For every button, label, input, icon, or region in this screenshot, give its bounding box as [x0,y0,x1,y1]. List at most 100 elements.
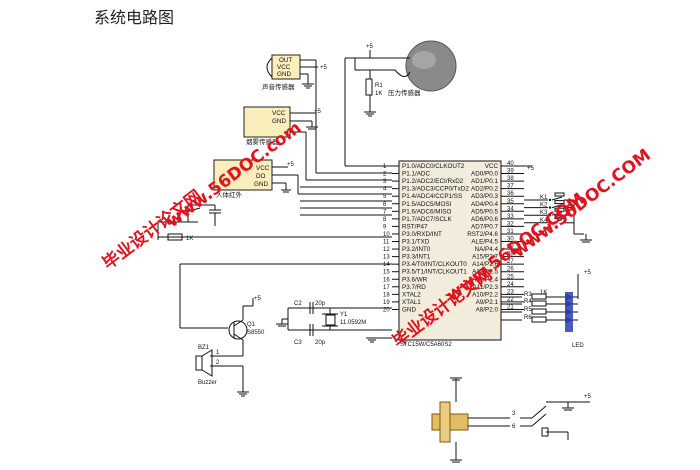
mcu-right-pin-31-num: 31 [507,229,514,235]
mcu-right-pin-34-num: 34 [507,206,514,212]
mcu-left-pin-12-num: 12 [383,247,390,253]
mcu-left-pin-18-num: 18 [383,292,390,298]
mcu-left-pin-2-name: P1.1/ADC [402,171,430,178]
pressure-sensor-label: 压力传感器 [388,88,421,97]
r1-ref: R1 [375,83,383,89]
mcu-right-pin-38-name: AD1/P0.1 [471,178,498,185]
mcu-right-pin-26-num: 26 [507,267,514,273]
switch-pin-b: 6 [512,424,516,430]
led-resistor-1-ref: R3 [524,292,532,298]
crystal-oscillator: C2 20p C3 20p Y1 11.0592M [276,301,392,346]
buzzer-driver: +5 Q1 S8550 BZ1 Buzzer 1 2 [179,263,392,397]
led-label: LED [572,343,584,349]
key-3-switch[interactable] [551,211,563,216]
mcu-right-pin-34-name: AD5/P0.5 [471,208,498,215]
mcu-left-pin-9-name: RST/P47 [402,223,428,230]
c2-value: 20p [315,301,326,307]
mcu-left-pin-19-name: XTAL1 [402,299,421,306]
switch-power-label: +5 [584,394,592,400]
mcu-right-pin-30-num: 30 [507,237,514,243]
smoke-pin-vcc: VCC [272,110,286,117]
ir-pin-do: DO [256,173,266,180]
buzzer-label: Buzzer [198,380,217,386]
mcu-right-pin-36-name: AD3/P0.3 [471,193,498,200]
led-resistor-3-ref: R5 [524,307,532,313]
mcu-left-pin-17-num: 17 [383,285,390,291]
c3-value: 20p [315,340,326,346]
key-4-label: K4 [540,218,548,224]
sound-pin-out: OUT [279,57,292,64]
q1-ref: Q1 [247,322,256,328]
buzzer-ref: BZ1 [198,345,210,351]
mcu-body [398,160,502,341]
ir-pin-vcc: VCC [256,165,270,172]
mcu-left-pin-13-num: 13 [383,255,390,261]
key-2-switch[interactable] [551,204,563,209]
mcu-right-pin-28-num: 28 [507,252,514,258]
mcu-left-pin-11-name: P3.1/TXD [402,239,430,246]
smoke-sensor-body [243,106,291,138]
switch-pin-a: 3 [512,411,516,417]
mcu-left-pin-13-name: P3.3/INT1 [402,254,431,261]
key-4-switch[interactable] [551,219,563,224]
mcu-left-pin-3-name: P1.2/ADC2/ECI/RxD2 [402,178,464,185]
diagram-title: 系统电路图 [94,8,175,27]
mcu-right-pin-39-name: AD0/P0.0 [471,171,498,178]
led-resistor-2 [531,300,547,307]
mcu-right-pin-33-num: 33 [507,214,514,220]
q1-power-label: +5 [254,296,262,302]
r1-resistor [365,78,373,96]
mcu-right-pin-29-num: 29 [507,244,514,250]
mcu-right-pin-24-num: 24 [507,282,514,288]
mcu-left-pin-5-name: P1.4/ADC4/CCP1/SS [402,193,462,200]
mcu-left-pin-8-num: 8 [383,217,387,223]
mcu-right-pin-37-name: AD2/P0.2 [471,186,498,193]
mcu-left-pin-9-num: 9 [383,224,387,230]
mcu-left-pin-6-name: P1.5/ADC5/MOSI [402,201,452,208]
mcu-left-pin-2-num: 2 [383,172,387,178]
mcu-right-pin-31-name: RST2/P4.6 [467,231,498,238]
q1-transistor [228,320,248,340]
led-power-label: +5 [584,270,592,276]
mcu-left-pin-1-num: 1 [383,164,387,170]
mcu-left-pin-14-num: 14 [383,262,390,268]
mcu-left-pin-17-name: P3.7/RD [402,284,426,291]
mcu-left-pin-11-num: 11 [383,240,390,246]
sound-sensor-label: 声音传感器 [262,82,295,91]
smoke-power-label: +5 [314,109,322,115]
mcu-right-pin-23-num: 23 [507,289,514,295]
mcu-right-pin-27-num: 27 [507,259,514,265]
mcu-right-pin-26-name: A13/P2.5 [472,269,498,276]
reset-resistor [167,233,183,241]
mcu-left-pin-5-num: 5 [383,194,387,200]
led-resistor-2-ref: R4 [524,299,532,305]
ir-power-label: +5 [287,162,295,168]
mcu-right-pin-35-num: 35 [507,199,514,205]
mcu-right-pin-32-num: 32 [507,221,514,227]
buzzer-body [195,355,203,371]
mcu-left-pin-18-name: XTAL2 [402,291,421,298]
mcu-left-pin-15-name: P3.5/T1/INT/CLKOUT1 [402,269,467,276]
led-resistor-4-ref: R6 [524,315,532,321]
mcu-right-pin-38-num: 38 [507,176,514,182]
mcu-right-pin-21-num: 21 [507,304,514,310]
key-3-label: K3 [540,210,548,216]
reset-circuit: 1K [157,204,392,242]
ir-sensor-label: 人体红外 [216,190,243,199]
pressure-power-label: +5 [366,44,374,50]
smoke-sensor: VCC GND 烟雾传感器 [243,106,291,146]
mcu-right-pin-22-num: 22 [507,297,514,303]
mcu-name: STC15W/C5A60S2 [400,342,452,348]
buzzer-pin2: 2 [216,360,220,366]
mcu-left-pin-10-num: 10 [383,232,390,238]
mcu-left-pin-3-num: 3 [383,179,387,185]
mcu-right-pins: 40VCC39AD0/P0.038AD1/P0.137AD2/P0.236AD3… [467,161,532,313]
mcu-right-pin-24-name: A11/P2.3 [473,284,499,291]
mcu-right-pin-40-num: 40 [507,161,514,167]
key-1-switch[interactable] [551,196,563,201]
y1-crystal [325,314,336,326]
